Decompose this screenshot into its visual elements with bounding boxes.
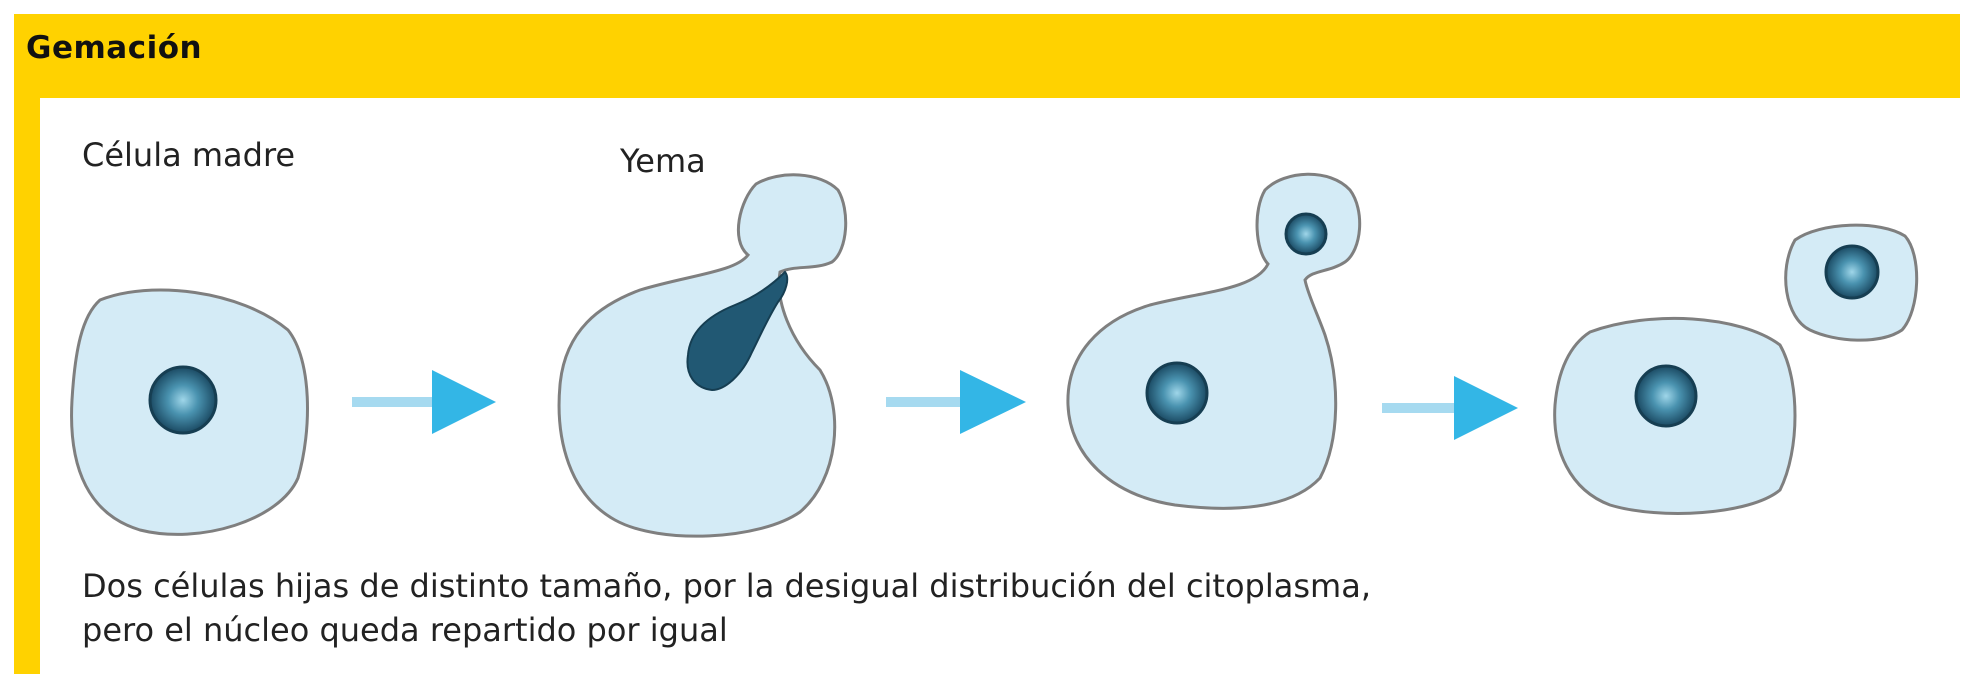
stage-4-daughter-cells [1553, 223, 1919, 515]
mother-nucleus [1634, 364, 1698, 428]
label-mother-cell: Célula madre [82, 136, 296, 174]
arrow-right-1 [352, 370, 496, 434]
label-bud: Yema [620, 142, 706, 180]
arrow-right-2 [886, 370, 1026, 434]
cell-membrane-with-bud [1066, 172, 1362, 510]
mother-nucleus [1145, 361, 1209, 425]
stage-1-mother-cell [70, 288, 309, 536]
bud-nucleus [1284, 212, 1328, 256]
caption-line-1: Dos células hijas de distinto tamaño, po… [82, 567, 1371, 605]
caption: Dos células hijas de distinto tamaño, po… [82, 564, 1371, 652]
stage-2-bud-forming [557, 173, 848, 538]
arrow-right-3 [1382, 376, 1518, 440]
nucleus [148, 365, 218, 435]
daughter-nucleus [1824, 244, 1880, 300]
stage-3-bud-with-nucleus [1066, 172, 1362, 510]
caption-line-2: pero el núcleo queda repartido por igual [82, 611, 728, 649]
nucleus-dividing [686, 270, 789, 392]
diagram-title: Gemación [26, 30, 203, 66]
